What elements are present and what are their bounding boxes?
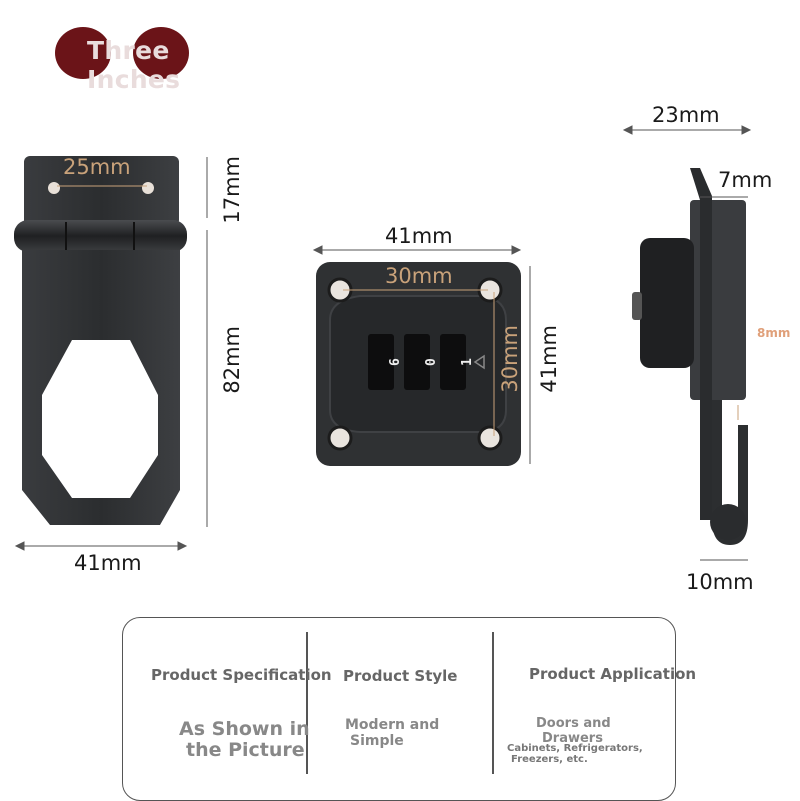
spec-detail-application-line2: Freezers, etc. — [511, 754, 588, 765]
dim-hasp-top-height: 17mm — [220, 156, 244, 224]
spec-heading-style: Product Style — [343, 667, 458, 685]
side-view — [632, 168, 748, 545]
spec-heading-application: Product Application — [529, 665, 697, 683]
spec-heading-specification: Product Specification — [151, 666, 332, 684]
dim-side-depth: 23mm — [652, 103, 720, 127]
dial-wheel-3: 1 — [440, 334, 475, 390]
dim-lock-width: 41mm — [385, 224, 453, 248]
badge-text: Three Inches — [87, 36, 181, 94]
hasp-plate — [22, 250, 180, 525]
dim-lock-hole-spacing-h: 30mm — [385, 264, 453, 288]
side-dial — [640, 238, 694, 368]
badge-blob-right — [133, 27, 189, 79]
spec-value-specification-line1: As Shown in — [179, 718, 310, 740]
dial-wheel-2: 0 — [404, 334, 439, 390]
spec-divider-1 — [306, 632, 308, 774]
spec-value-application-line2: Drawers — [542, 731, 603, 746]
spec-value-specification-line2: the Picture — [186, 739, 305, 761]
spec-value-style-line2: Simple — [350, 733, 404, 749]
side-hook — [700, 400, 748, 545]
hasp-dimension-lines — [14, 157, 208, 551]
spec-box — [122, 617, 676, 801]
side-dimension-lines — [622, 125, 752, 561]
dim-hasp-width: 41mm — [74, 551, 142, 575]
hasp-top-plate — [24, 156, 179, 226]
badge-blob-left — [55, 27, 111, 79]
dim-lock-height: 41mm — [537, 325, 561, 393]
hasp — [14, 156, 187, 525]
spec-detail-application-line1: Cabinets, Refrigerators, — [507, 743, 643, 754]
dim-side-bottom: 10mm — [686, 570, 754, 594]
hasp-hole-left — [48, 182, 60, 194]
hasp-hole-right — [142, 182, 154, 194]
side-base — [690, 200, 746, 400]
spec-value-application-line1: Doors and — [536, 716, 611, 731]
hasp-hinge — [14, 220, 187, 252]
dial-wheel-1: 6 — [368, 334, 403, 390]
dim-side-gap: 8mm — [757, 326, 791, 340]
spec-value-style-line1: Modern and — [345, 717, 440, 733]
dim-hasp-length: 82mm — [220, 326, 244, 394]
title-badge: Three Inches — [55, 26, 270, 94]
dim-hasp-hole-spacing: 25mm — [63, 155, 131, 179]
dim-lock-hole-spacing-v: 30mm — [498, 325, 522, 393]
combination-lock — [316, 262, 521, 466]
dim-side-plate: 7mm — [718, 168, 773, 192]
spec-divider-2 — [492, 632, 494, 774]
lock-dimension-lines — [312, 245, 531, 464]
